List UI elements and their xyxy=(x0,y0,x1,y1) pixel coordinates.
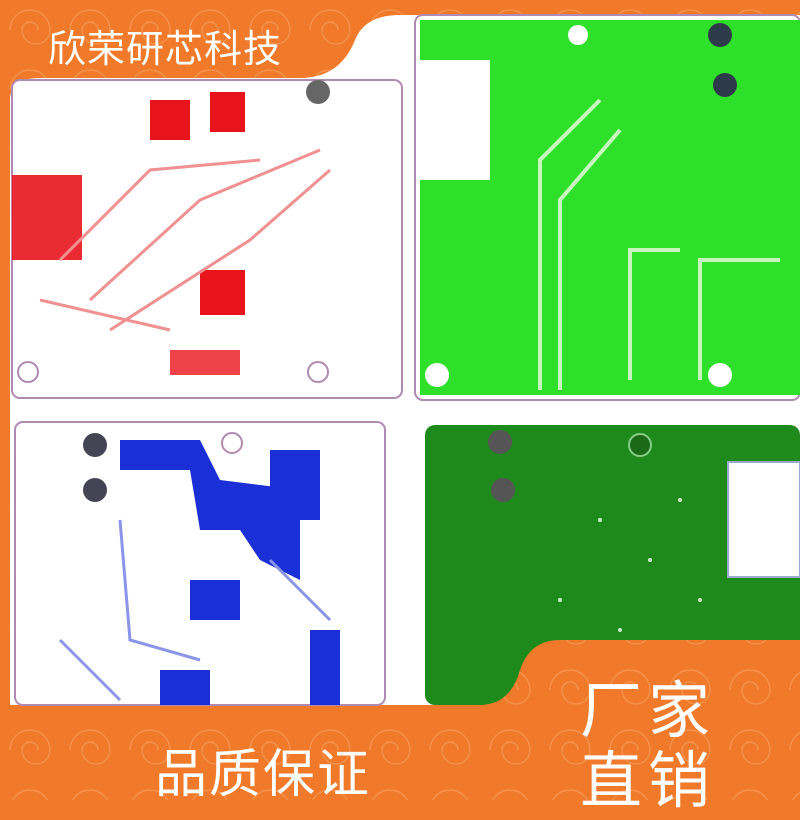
product-artwork xyxy=(0,0,800,800)
brand-name: 欣荣研芯科技 xyxy=(48,27,283,71)
bright-green-pcb-layout xyxy=(414,14,800,401)
dark-green-pcb-layout xyxy=(425,425,800,705)
blue-pcb-layout xyxy=(14,421,386,706)
slogan-factory: 厂家 xyxy=(580,674,717,747)
slogan-direct-sale: 直销 xyxy=(580,744,717,817)
red-pcb-layout xyxy=(11,79,403,399)
slogan-quality-guarantee: 品质保证 xyxy=(155,745,372,805)
